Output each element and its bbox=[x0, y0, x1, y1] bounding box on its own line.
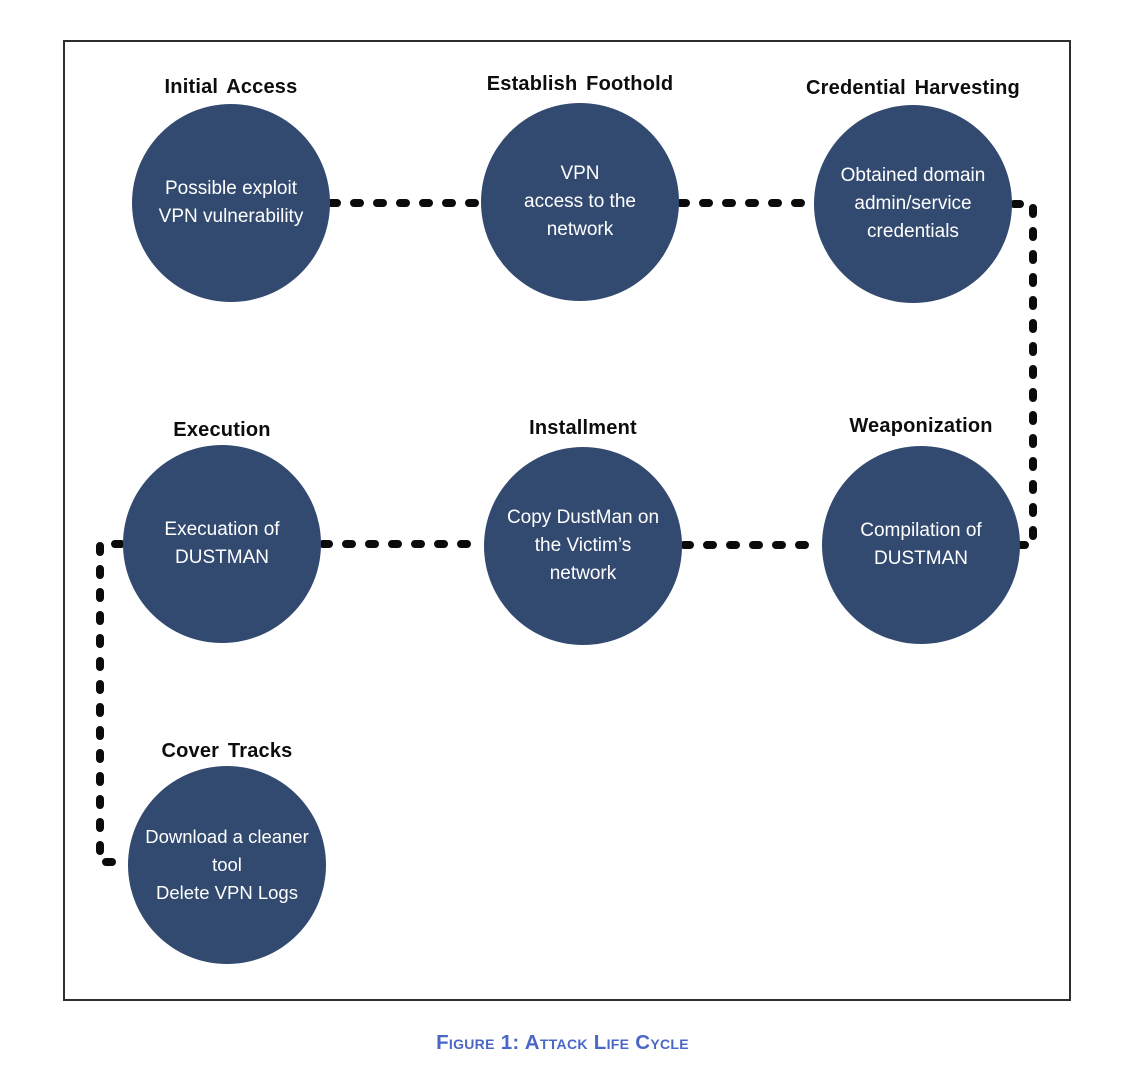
node-text-line: VPN vulnerability bbox=[158, 206, 304, 227]
node-text-line: network bbox=[549, 563, 617, 584]
node-text-line: Copy DustMan on bbox=[506, 507, 660, 528]
stage-label-credential-harvesting: Credential Harvesting bbox=[806, 77, 1020, 99]
stage-label-installment: Installment bbox=[529, 417, 637, 439]
node-text-line: admin/service bbox=[854, 193, 972, 214]
stage-label-execution: Execution bbox=[173, 419, 271, 441]
node-text-line: credentials bbox=[867, 221, 959, 242]
node-text-line: tool bbox=[212, 854, 242, 875]
node-text-line: access to the bbox=[524, 191, 636, 212]
node-cover-tracks: Download a cleaner tool Delete VPN Logs bbox=[128, 766, 326, 964]
node-text-line: Delete VPN Logs bbox=[156, 882, 298, 903]
node-text-line: the Victim’s bbox=[534, 535, 632, 556]
node-text-line: Download a cleaner bbox=[145, 826, 309, 847]
stage-label-establish-foothold: Establish Foothold bbox=[486, 73, 674, 95]
node-text-line: DUSTMAN bbox=[175, 547, 269, 568]
stage-label-initial-access: Initial Access bbox=[164, 76, 298, 98]
node-text-line: Compilation of bbox=[860, 520, 982, 541]
stage-label-cover-tracks: Cover Tracks bbox=[161, 740, 293, 762]
node-credential-harvesting: Obtained domain admin/service credential… bbox=[814, 105, 1012, 303]
node-installment: Copy DustMan on the Victim’s network bbox=[484, 447, 682, 645]
node-execution: Execuation of DUSTMAN bbox=[123, 445, 321, 643]
node-weaponization: Compilation of DUSTMAN bbox=[822, 446, 1020, 644]
node-text-line: VPN bbox=[560, 163, 600, 184]
figure-caption: Figure 1: Attack Life Cycle bbox=[436, 1031, 689, 1054]
node-text-line: DUSTMAN bbox=[874, 548, 968, 569]
node-initial-access: Possible exploit VPN vulnerability bbox=[132, 104, 330, 302]
node-text-line: network bbox=[546, 219, 614, 240]
stage-label-weaponization: Weaponization bbox=[849, 415, 993, 437]
node-text-line: Execuation of bbox=[164, 519, 280, 540]
node-text-line: Obtained domain bbox=[840, 165, 986, 186]
node-text-line: Possible exploit bbox=[164, 178, 298, 199]
node-establish-foothold: VPN access to the network bbox=[481, 103, 679, 301]
